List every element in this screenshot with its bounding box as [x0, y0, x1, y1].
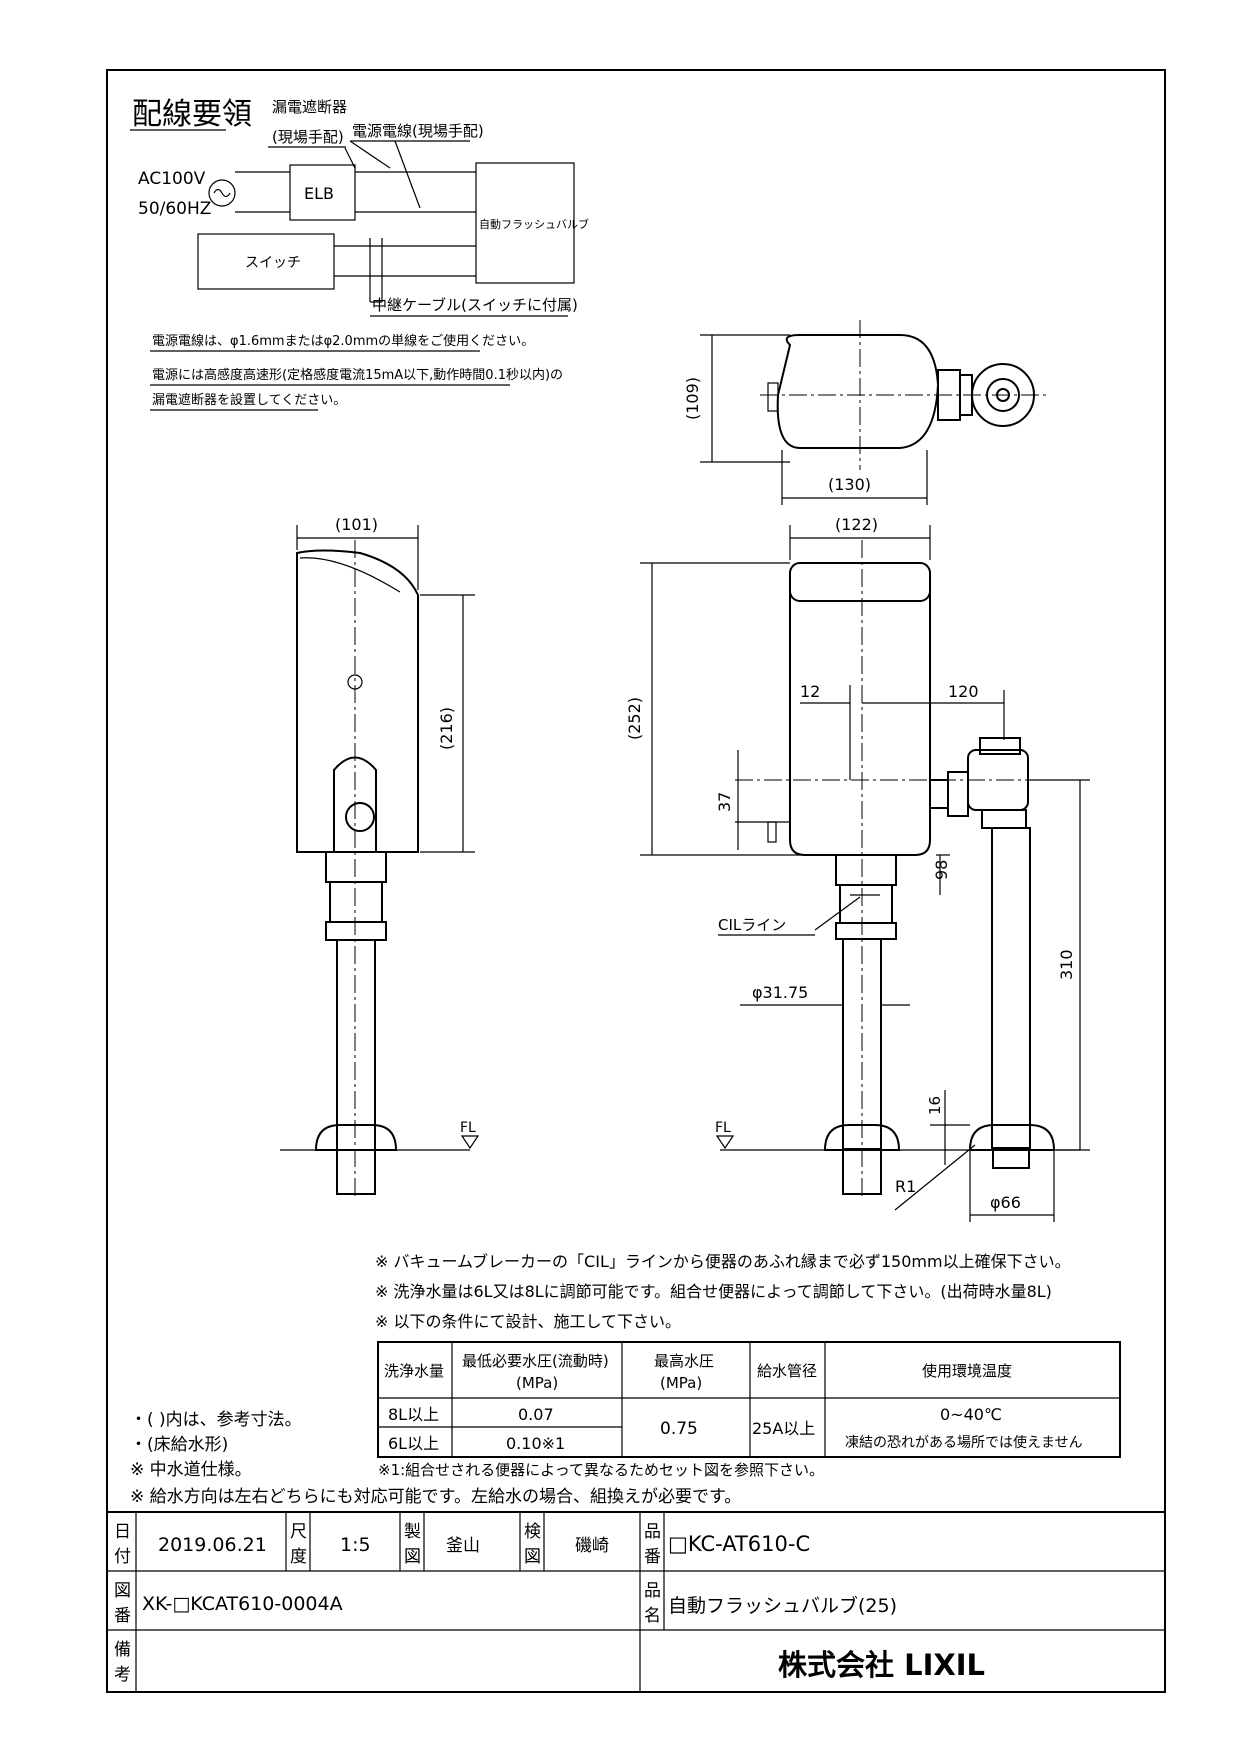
label-scale-1: 尺	[290, 1522, 307, 1542]
dim-37: 37	[715, 792, 734, 812]
max-pressure-value: 0.75	[660, 1419, 698, 1439]
dim-101: (101)	[335, 515, 378, 534]
dim-310: 310	[1057, 949, 1076, 980]
switch-box	[197, 233, 335, 290]
floor-level-right: FL	[715, 1120, 731, 1136]
dim-109: (109)	[683, 377, 702, 420]
ac-frequency: 50/60HZ	[138, 199, 211, 219]
label-scale-2: 度	[290, 1547, 307, 1567]
label-drawing-no-1: 図	[114, 1581, 131, 1601]
floor-level-left: FL	[460, 1120, 476, 1136]
notes: ※ バキュームブレーカーの「CIL」ラインから便器のあふれ縁まで必ず150mm以…	[130, 1252, 1071, 1507]
wiring-note-2: 電源には高感度高速形(定格感度電流15mA以下,動作時間0.1秒以内)の	[152, 367, 563, 383]
note-reference-dims: ・( )内は、参考寸法。	[130, 1410, 302, 1430]
label-checked-1: 検	[524, 1522, 541, 1542]
wiring-diagram: 配線要領 漏電遮断器 (現場手配) 電源電線(現場手配) AC100V 50/6…	[130, 97, 589, 411]
label-date-2: 付	[114, 1547, 131, 1567]
note-grey-water: ※ 中水道仕様。	[130, 1460, 252, 1480]
wiring-title: 配線要領	[132, 97, 252, 132]
front-view: FL (122) (252) 12 120 37 98 CILライン	[625, 515, 1090, 1222]
dim-12: 12	[800, 682, 820, 701]
row1-pressure: 0.07	[518, 1405, 554, 1424]
elb-sub-label: (現場手配)	[272, 128, 344, 146]
spec-table: 洗浄水量 最低必要水圧(流動時) (MPa) 最高水圧 (MPa) 給水管径 使…	[377, 1341, 1121, 1458]
company-logo: 株式会社 LIXIL	[778, 1648, 985, 1682]
drawing-scale: 1:5	[340, 1534, 371, 1556]
temperature-note: 凍結の恐れがある場所では使えません	[845, 1434, 1083, 1451]
label-remarks-1: 備	[114, 1640, 131, 1660]
note-conditions: ※ 以下の条件にて設計、施工して下さい。	[375, 1312, 681, 1331]
dim-122: (122)	[835, 515, 878, 534]
valve-box-label: 自動フラッシュバルブ	[479, 217, 589, 231]
checked-by: 磯崎	[575, 1536, 609, 1556]
elb-box	[289, 164, 356, 221]
dim-r1: R1	[895, 1177, 916, 1196]
header-max-pressure: 最高水圧	[654, 1352, 714, 1370]
dim-130: (130)	[828, 475, 871, 494]
pipe-size-value: 25A以上	[752, 1419, 815, 1438]
part-number: □KC-AT610-C	[668, 1532, 810, 1556]
product-name: 自動フラッシュバルブ(25)	[668, 1594, 897, 1617]
note-floor-supply: ・(床給水形)	[130, 1435, 228, 1455]
header-min-pressure: 最低必要水圧(流動時)	[462, 1352, 609, 1370]
header-pipe-size: 給水管径	[757, 1362, 817, 1380]
dim-252: (252)	[625, 697, 644, 740]
cil-line-label: CILライン	[718, 916, 786, 934]
ac-voltage: AC100V	[138, 169, 206, 189]
header-min-pressure-unit: (MPa)	[516, 1374, 558, 1392]
relay-cable-label: 中継ケーブル(スイッチに付属)	[372, 296, 578, 314]
label-drawing-no-2: 番	[114, 1606, 131, 1626]
side-view: FL (101) (216)	[280, 515, 480, 1200]
elb-box-label: ELB	[304, 184, 334, 203]
dim-phi-31-75: φ31.75	[752, 983, 808, 1002]
elb-label: 漏電遮断器	[272, 98, 347, 116]
wiring-note-1: 電源電線は、φ1.6mmまたはφ2.0mmの単線をご使用ください。	[152, 333, 534, 349]
top-view: (109) (130)	[683, 320, 1050, 505]
label-remarks-2: 考	[114, 1665, 131, 1685]
temperature-value: 0~40℃	[940, 1405, 1002, 1424]
row2-pressure: 0.10※1	[506, 1434, 565, 1453]
note-supply-direction: ※ 給水方向は左右どちらにも対応可能です。左給水の場合、組換えが必要です。	[130, 1487, 741, 1507]
note-cil: ※ バキュームブレーカーの「CIL」ラインから便器のあふれ縁まで必ず150mm以…	[375, 1252, 1071, 1271]
label-part-no-2: 番	[644, 1547, 661, 1567]
label-name-2: 名	[644, 1606, 661, 1626]
header-flush-volume: 洗浄水量	[384, 1362, 444, 1380]
header-max-pressure-unit: (MPa)	[660, 1374, 702, 1392]
title-block: 日 付 2019.06.21 尺 度 1:5 製 図 釜山 検 図 磯崎 品 番…	[106, 1511, 1166, 1693]
dim-16: 16	[926, 1096, 944, 1115]
dim-98: 98	[932, 860, 951, 880]
drawing-date: 2019.06.21	[158, 1534, 267, 1556]
note-flush-volume: ※ 洗浄水量は6L又は8Lに調節可能です。組合せ便器によって調節して下さい。(出…	[375, 1282, 1052, 1301]
wiring-note-3: 漏電遮断器を設置してください。	[152, 392, 346, 408]
ac-source-icon	[208, 179, 236, 207]
drawn-by: 釜山	[446, 1536, 480, 1556]
label-drawn-1: 製	[404, 1522, 421, 1542]
row1-volume: 8L以上	[388, 1405, 439, 1424]
dim-120: 120	[948, 682, 979, 701]
drawing-number: XK-□KCAT610-0004A	[142, 1593, 343, 1615]
note-footnote: ※1:組合せされる便器によって異なるためセット図を参照下さい。	[378, 1461, 824, 1479]
header-temperature: 使用環境温度	[922, 1362, 1012, 1380]
row2-volume: 6L以上	[388, 1434, 439, 1453]
valve-box	[475, 162, 575, 284]
switch-box-label: スイッチ	[245, 255, 301, 271]
label-name-1: 品	[644, 1581, 661, 1601]
power-wire-label: 電源電線(現場手配)	[352, 122, 484, 140]
dim-phi-66: φ66	[990, 1193, 1021, 1212]
label-drawn-2: 図	[404, 1547, 421, 1567]
label-date-1: 日	[114, 1522, 131, 1542]
label-part-no-1: 品	[644, 1522, 661, 1542]
dim-216: (216)	[437, 707, 456, 750]
label-checked-2: 図	[524, 1547, 541, 1567]
